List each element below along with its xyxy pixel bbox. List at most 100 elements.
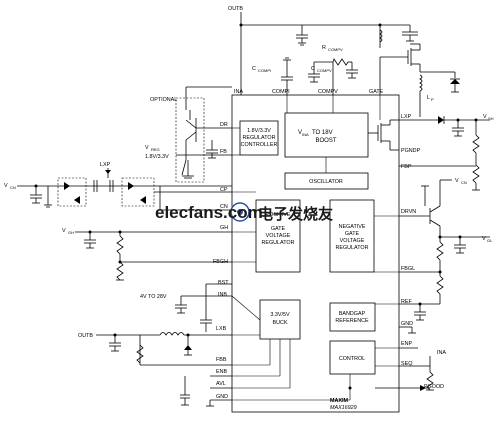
oscillator-block: OSCILLATOR	[284, 172, 369, 190]
watermark-cn: 电子发烧友	[258, 205, 333, 223]
svg-text:REG: REG	[151, 147, 160, 152]
svg-text:CN: CN	[10, 185, 16, 190]
svg-text:GATE: GATE	[345, 231, 360, 237]
outb-top-rail: OUTB	[228, 6, 418, 95]
svg-text:PGOOD: PGOOD	[424, 384, 444, 390]
elecfans-watermark: elecfans.com 电子发烧友	[155, 202, 333, 223]
svg-text:CONTROL: CONTROL	[339, 356, 365, 362]
pin-dr: DR	[220, 122, 228, 128]
pin-lxb: LXB	[216, 326, 227, 332]
svg-text:1.8V/3.3V: 1.8V/3.3V	[247, 128, 271, 134]
svg-text:COMPI: COMPI	[258, 68, 271, 73]
vgh-output: V GH	[62, 228, 232, 281]
ic-part-number: MAX16929	[330, 405, 357, 411]
svg-text:BUCK: BUCK	[273, 320, 288, 326]
input-range-label: 4V TO 28V	[140, 294, 167, 300]
svg-text:3.3V/5V: 3.3V/5V	[270, 312, 290, 318]
svg-text:COMPV: COMPV	[328, 47, 343, 52]
compi-network: C COMPI	[252, 57, 293, 95]
svg-text:P: P	[431, 97, 434, 102]
svg-text:GATE: GATE	[271, 226, 286, 232]
svg-text:INA: INA	[302, 132, 309, 137]
negative-gate-regulator-block: NEGATIVE GATE VOLTAGE REGULATOR	[329, 199, 375, 273]
pin-gnd-right: GND	[401, 321, 413, 327]
svg-text:GH: GH	[68, 230, 74, 235]
svg-text:BOOST: BOOST	[315, 138, 336, 144]
svg-text:1.8V/3.3V: 1.8V/3.3V	[145, 154, 169, 160]
top-pin-labels: COMPI COMPV GATE	[272, 89, 384, 95]
svg-text:REFERENCE: REFERENCE	[335, 318, 369, 324]
positive-gate-regulator-block: POSITIVE GATE VOLTAGE REGULATOR	[255, 199, 301, 273]
svg-text:CONTROLLER: CONTROLLER	[241, 142, 278, 148]
svg-text:C: C	[252, 66, 256, 72]
svg-text:REGULATOR: REGULATOR	[335, 245, 368, 251]
svg-text:OSCILLATOR: OSCILLATOR	[309, 179, 343, 185]
pin-fbp: FBP	[401, 164, 412, 170]
svg-text:CN: CN	[461, 180, 467, 185]
svg-text:GL: GL	[487, 238, 493, 243]
pin-gate: GATE	[369, 89, 384, 95]
pin-inb: INB	[218, 292, 227, 298]
right-pin-labels: LXP PGNDP FBP DRVN FBGL REF GND ENP SEQ	[401, 114, 421, 367]
svg-text:INA: INA	[437, 350, 446, 356]
pin-pgndp: PGNDP	[401, 148, 421, 154]
lxp-vsh-output: V SH	[399, 114, 494, 191]
gate-mosfet-section: L P	[378, 23, 460, 117]
pin-fb: FB	[220, 149, 227, 155]
svg-text:L: L	[427, 95, 430, 101]
watermark-site: elecfans.com	[155, 203, 263, 222]
drvn-vgl-output: V CN V GL	[399, 178, 493, 305]
svg-text:SH: SH	[488, 116, 494, 121]
svg-text:C: C	[311, 66, 315, 72]
svg-text:V: V	[62, 228, 66, 234]
boost-block: V INA TO 18V BOOST	[284, 112, 369, 158]
outb-top-label: OUTB	[228, 6, 243, 12]
regulator-controller-block: 1.8V/3.3V REGULATOR CONTROLLER	[239, 120, 279, 156]
svg-text:V: V	[482, 236, 486, 242]
svg-text:REGULATOR: REGULATOR	[261, 240, 294, 246]
svg-text:NEGATIVE: NEGATIVE	[339, 224, 366, 230]
control-block: CONTROL	[329, 340, 376, 375]
ic-logo: MAXIM	[330, 398, 348, 404]
pin-ref: REF	[401, 299, 412, 305]
bandgap-reference-block: BANDGAP REFERENCE	[329, 302, 376, 332]
svg-text:BANDGAP: BANDGAP	[339, 311, 366, 317]
pin-cn: CN	[220, 204, 228, 210]
pin-seq: SEQ	[401, 361, 412, 367]
pin-enb: ENB	[216, 369, 227, 375]
svg-text:V: V	[298, 130, 302, 136]
optional-label: OPTIONAL	[150, 97, 177, 103]
svg-text:POSITIVE: POSITIVE	[266, 212, 291, 218]
buck-input-output: 4V TO 28V OUTB	[78, 283, 232, 407]
svg-text:LXP: LXP	[100, 162, 111, 168]
pin-compi: COMPI	[272, 89, 290, 95]
pin-lxp: LXP	[401, 114, 412, 120]
svg-text:V: V	[455, 178, 459, 184]
diode-icon	[450, 79, 460, 84]
pin-compv: COMPV	[318, 89, 338, 95]
pin-ina: INA	[234, 89, 243, 95]
compv-network: R COMPV C COMPV	[308, 45, 358, 95]
outb-left-label: OUTB	[78, 333, 93, 339]
ref-control-section: INA PGOOD	[348, 302, 446, 391]
inductor-lp	[419, 74, 423, 92]
svg-text:R: R	[322, 45, 326, 51]
pin-drvn: DRVN	[401, 209, 416, 215]
pin-enp: ENP	[401, 341, 412, 347]
optional-regulator: OPTIONAL V REG 1.8V/3.3V	[145, 86, 232, 183]
svg-text:VOLTAGE: VOLTAGE	[340, 238, 365, 244]
svg-text:COMPV: COMPV	[317, 68, 332, 73]
internal-boost-switch	[368, 119, 399, 151]
pin-fbb: FBB	[216, 357, 227, 363]
pin-gnd: GND	[216, 394, 228, 400]
svg-text:REGULATOR: REGULATOR	[242, 135, 275, 141]
charge-pump-vcn: LXP V CN	[4, 162, 232, 211]
svg-text:V: V	[145, 145, 149, 151]
svg-text:VOLTAGE: VOLTAGE	[266, 233, 291, 239]
pin-avl: AVL	[216, 381, 226, 387]
svg-text:V: V	[483, 114, 487, 120]
buck-block: 3.3V/5V BUCK	[259, 299, 301, 340]
svg-text:V: V	[4, 183, 8, 189]
pin-bst: BST	[218, 280, 229, 286]
